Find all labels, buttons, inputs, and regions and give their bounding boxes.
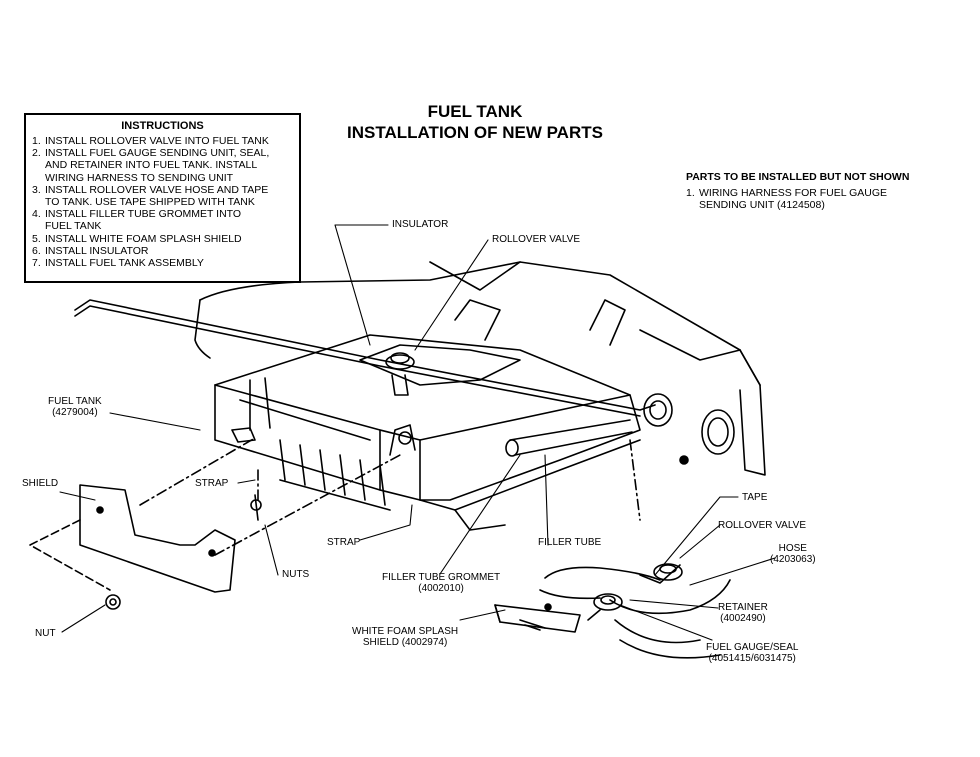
title-line-2: INSTALLATION OF NEW PARTS bbox=[347, 123, 603, 142]
label-rollover-valve-top: ROLLOVER VALVE bbox=[492, 234, 580, 245]
filler-tube-shape bbox=[505, 393, 735, 465]
diagram-title: FUEL TANK INSTALLATION OF NEW PARTS bbox=[340, 101, 610, 143]
parts-not-shown-heading: PARTS TO BE INSTALLED BUT NOT SHOWN bbox=[686, 171, 910, 183]
label-strap-lower: STRAP bbox=[327, 537, 361, 548]
label-fuel-gauge-seal: FUEL GAUGE/SEAL (4051415/6031475) bbox=[706, 642, 799, 664]
tank-body bbox=[214, 334, 641, 531]
parts-not-shown: PARTS TO BE INSTALLED BUT NOT SHOWN 1. W… bbox=[686, 171, 956, 211]
fuel-gauge-detail bbox=[494, 563, 731, 659]
instruction-step: 3.INSTALL ROLLOVER VALVE HOSE AND TAPE T… bbox=[32, 183, 269, 209]
label-fuel-tank: FUEL TANK (4279004) bbox=[48, 396, 102, 418]
assembly-dash-lines bbox=[139, 437, 641, 556]
label-filler-tube: FILLER TUBE bbox=[538, 537, 602, 548]
instructions-list: 1.INSTALL ROLLOVER VALVE INTO FUEL TANK … bbox=[32, 135, 293, 269]
instruction-step: 1.INSTALL ROLLOVER VALVE INTO FUEL TANK bbox=[32, 135, 269, 147]
insulator-shape bbox=[359, 344, 521, 396]
label-insulator: INSULATOR bbox=[392, 219, 449, 230]
instruction-step: 6.INSTALL INSULATOR bbox=[32, 244, 149, 257]
label-strap-upper: STRAP bbox=[195, 478, 229, 489]
instruction-step: 2.INSTALL FUEL GAUGE SENDING UNIT, SEAL,… bbox=[32, 147, 270, 184]
label-retainer: RETAINER (4002490) bbox=[718, 602, 768, 624]
title-line-1: FUEL TANK bbox=[427, 102, 523, 121]
label-rollover-valve-detail: ROLLOVER VALVE bbox=[718, 520, 806, 531]
instruction-step: 7.INSTALL FUEL TANK ASSEMBLY bbox=[32, 257, 204, 270]
strap-and-bolts bbox=[231, 424, 416, 521]
cross-rod bbox=[74, 299, 656, 417]
instructions-heading: INSTRUCTIONS bbox=[121, 120, 204, 132]
label-nut: NUT bbox=[35, 628, 56, 639]
label-white-foam-splash-shield: WHITE FOAM SPLASH SHIELD (4002974) bbox=[352, 626, 459, 648]
floor-pan-outline bbox=[194, 261, 766, 476]
label-nuts: NUTS bbox=[282, 569, 310, 580]
label-filler-tube-grommet: FILLER TUBE GROMMET (4002010) bbox=[382, 572, 501, 594]
label-shield: SHIELD bbox=[22, 478, 59, 489]
parts-not-shown-item: 1. WIRING HARNESS FOR FUEL GAUGE SENDING… bbox=[686, 187, 888, 211]
instruction-step: 4.INSTALL FILLER TUBE GROMMET INTO FUEL … bbox=[32, 208, 242, 233]
instructions-box: INSTRUCTIONS 1.INSTALL ROLLOVER VALVE IN… bbox=[24, 113, 301, 283]
label-tape: TAPE bbox=[742, 492, 768, 503]
shield-shape bbox=[29, 484, 236, 610]
instruction-step: 5.INSTALL WHITE FOAM SPLASH SHIELD bbox=[32, 232, 242, 245]
label-hose: HOSE (4203063) bbox=[770, 543, 816, 565]
leader-lines bbox=[59, 224, 776, 641]
